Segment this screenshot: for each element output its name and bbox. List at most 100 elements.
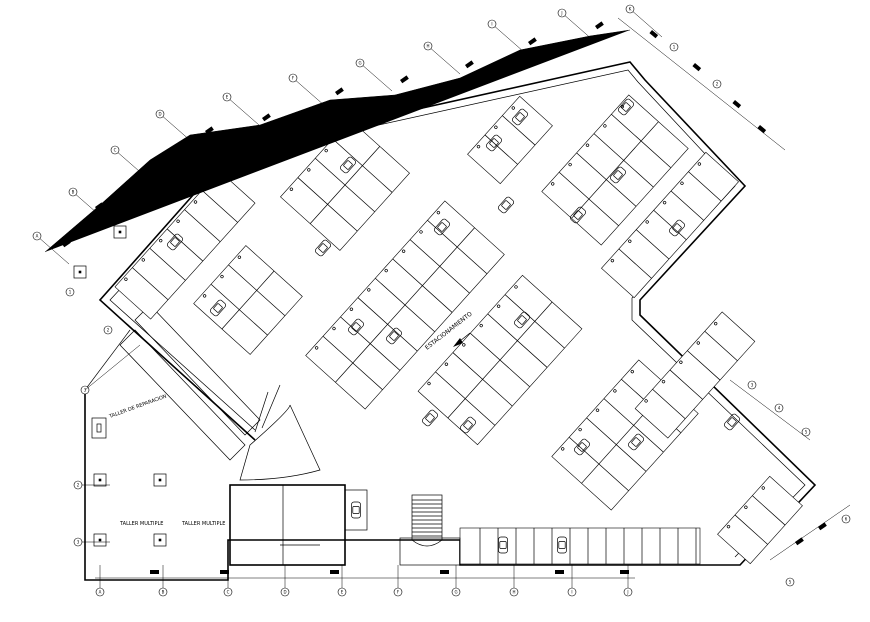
car-body	[339, 156, 357, 174]
car-icon	[511, 108, 529, 126]
grid-bubble-label: H	[512, 590, 515, 595]
wheel-stop	[726, 524, 731, 529]
grid-bubble-label: 3	[77, 540, 80, 545]
grid-bubble-label: 3	[751, 383, 754, 388]
car-roof	[425, 413, 435, 423]
car-body	[385, 327, 403, 345]
grid-bubble	[155, 109, 165, 119]
wheel-stop	[124, 277, 128, 281]
grid-bubble	[110, 145, 120, 155]
wheel-stop	[202, 294, 207, 298]
grid-bubble	[355, 58, 365, 68]
car-icon	[497, 196, 515, 214]
stall-divider	[652, 389, 686, 419]
grid-bubble	[68, 187, 78, 197]
grid-bubble-label: 2	[107, 328, 110, 333]
grid-bubble-label: C	[114, 148, 117, 153]
grid-bubble-label: 2	[77, 483, 80, 488]
car-roof	[437, 222, 447, 232]
grid-bubble-label: F	[292, 76, 295, 81]
dimension-tick	[757, 124, 767, 134]
car-body	[497, 196, 515, 214]
column-core	[98, 478, 102, 482]
grid-bubble	[337, 587, 347, 597]
stall-divider	[184, 209, 221, 242]
wheel-stop	[314, 346, 319, 350]
grid-bubble	[747, 380, 757, 390]
grid-bubble-label: E	[341, 590, 344, 595]
car-body	[421, 409, 439, 427]
car-icon	[485, 134, 503, 152]
grid-line	[292, 77, 326, 107]
stall-divider	[618, 248, 652, 279]
parking-stalls	[114, 94, 803, 565]
column-core	[96, 423, 102, 433]
wheel-stop	[613, 389, 617, 393]
wheel-stop	[680, 181, 684, 185]
wheel-stop	[697, 162, 702, 166]
stall-divider	[704, 331, 738, 361]
dimension-chain	[769, 504, 851, 561]
stall-block-outline	[634, 311, 756, 439]
grid-bubble	[712, 79, 722, 89]
dimension-chain	[617, 17, 786, 151]
stall-divider	[734, 514, 768, 545]
car-roof	[352, 506, 360, 514]
grid-bubble	[95, 587, 105, 597]
grid-bubble	[32, 231, 42, 241]
stall-divider	[221, 270, 275, 330]
car-icon	[166, 233, 184, 251]
dimension-tick	[817, 522, 827, 531]
grid-bubble-label: 1	[673, 45, 676, 50]
column-core	[78, 270, 82, 274]
dimension-tick	[262, 113, 271, 122]
dimension-tick	[465, 60, 474, 69]
grid-bubble-label: C	[227, 590, 230, 595]
wheel-stop	[561, 447, 565, 451]
car-body	[513, 311, 531, 329]
grid-bubble	[567, 587, 577, 597]
wheel-stop	[511, 106, 515, 110]
dimension-tick	[692, 62, 702, 72]
wheel-stop	[645, 220, 649, 224]
stall-divider	[653, 210, 687, 240]
car-body	[668, 219, 686, 237]
grid-bubble	[223, 587, 233, 597]
stall-divider	[752, 495, 786, 526]
car-roof	[389, 331, 399, 341]
car-icon	[421, 409, 439, 427]
grid-line	[427, 45, 461, 75]
wheel-stop	[696, 341, 700, 345]
grid-bubble-label: 5	[805, 430, 808, 435]
wheel-stop	[332, 326, 336, 331]
grid-bubble-label: A	[99, 590, 102, 595]
stall-divider	[669, 369, 703, 400]
corridor-label: TALLER DE REPARACION	[108, 393, 168, 420]
car-icon	[351, 501, 361, 519]
dimension-tick	[140, 167, 149, 176]
wheel-stop	[610, 258, 615, 263]
car-body	[573, 438, 591, 456]
stall-divider	[502, 115, 536, 146]
wheel-stop	[237, 255, 242, 259]
stall-block	[280, 119, 410, 251]
stall-block-outline	[717, 475, 803, 565]
grid-bubble-label: I	[491, 22, 492, 27]
room-label-1: TALLER MULTIPLE	[119, 521, 163, 527]
grid-bubble	[557, 8, 567, 18]
dimension-tick	[649, 30, 659, 39]
wheel-stop	[568, 162, 572, 167]
wheel-stop	[761, 486, 765, 490]
stall-divider	[447, 301, 553, 419]
car-body	[347, 318, 365, 336]
column-box	[113, 225, 127, 239]
stall-block	[601, 151, 739, 299]
wheel-stop	[307, 168, 311, 172]
grid-bubble	[73, 537, 83, 547]
car-icon	[498, 536, 508, 554]
wheel-stop	[436, 210, 441, 215]
wheel-stop	[603, 124, 607, 128]
grid-bubble	[487, 19, 497, 29]
grid-bubble	[509, 587, 519, 597]
column-box	[153, 533, 167, 547]
